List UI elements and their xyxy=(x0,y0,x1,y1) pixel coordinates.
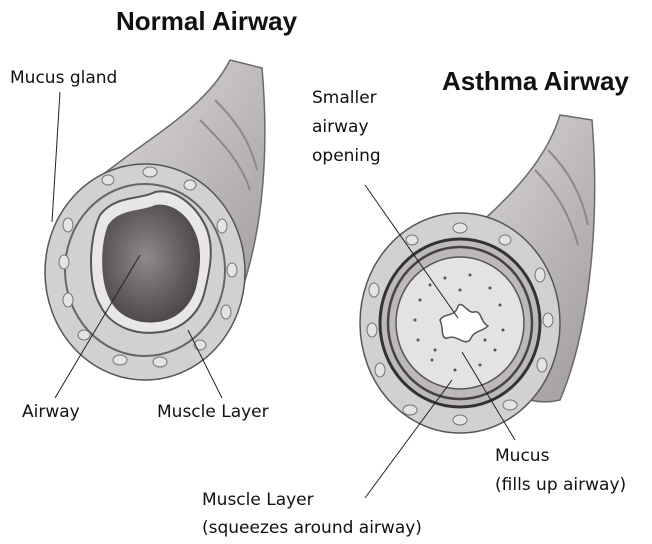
smaller-opening-label-line2: airway xyxy=(312,115,369,139)
normal-muscle-layer-label: Muscle Layer xyxy=(157,400,269,424)
smaller-opening-label-line1: Smaller xyxy=(312,86,377,110)
normal-airway xyxy=(45,60,265,380)
mucus-gland-label: Mucus gland xyxy=(10,66,117,90)
mucus-label: Mucus xyxy=(495,444,549,468)
asthma-muscle-note-label: (squeezes around airway) xyxy=(202,516,422,540)
mucus-note-label: (fills up airway) xyxy=(495,473,626,497)
smaller-opening-label-line3: opening xyxy=(312,144,381,168)
asthma-airway xyxy=(360,115,595,433)
airway-label: Airway xyxy=(22,400,80,424)
normal-airway-title: Normal Airway xyxy=(116,6,297,37)
asthma-airway-title: Asthma Airway xyxy=(442,66,629,97)
asthma-muscle-layer-label: Muscle Layer xyxy=(202,488,314,512)
normal-airway-lumen xyxy=(102,205,200,323)
leader-mucus-gland xyxy=(52,92,60,222)
